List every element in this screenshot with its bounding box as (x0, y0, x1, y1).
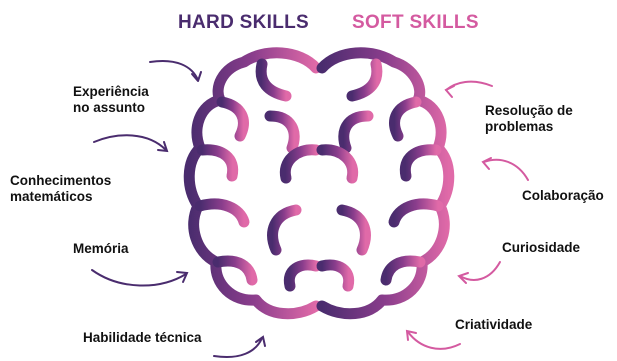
arrow-curiosidade (460, 262, 500, 280)
soft-skill-criatividade: Criatividade (455, 317, 532, 333)
hard-skill-memoria: Memória (73, 241, 129, 257)
arrow-criatividade (408, 332, 460, 349)
soft-skill-colaboracao: Colaboração (522, 188, 604, 204)
hard-skill-conhecimentos: Conhecimentos matemáticos (10, 173, 111, 205)
soft-skills-title: SOFT SKILLS (352, 12, 479, 34)
hard-skill-experiencia: Experiência no assunto (73, 84, 149, 116)
arrow-experiencia (150, 61, 198, 80)
arrow-habilidade (214, 338, 262, 357)
arrow-conhecimentos (94, 135, 166, 150)
hard-skills-title: HARD SKILLS (178, 12, 309, 34)
soft-skill-resolucao: Resolução de problemas (485, 103, 573, 135)
arrow-memoria (92, 270, 186, 286)
soft-skill-curiosidade: Curiosidade (502, 240, 580, 256)
arrow-colaboracao (484, 160, 528, 180)
hard-skill-habilidade: Habilidade técnica (83, 330, 202, 346)
